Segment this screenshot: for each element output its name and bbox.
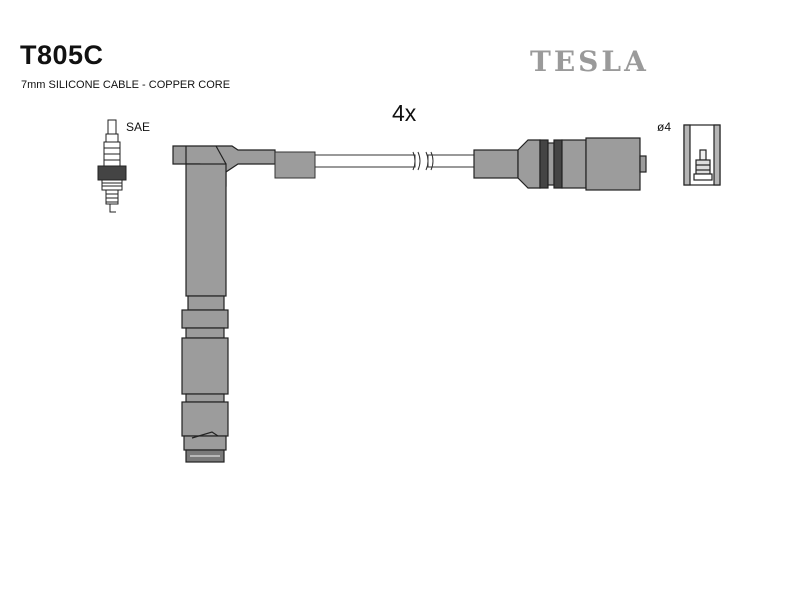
plug-side-connector — [172, 145, 276, 463]
brand-logo: TESLA — [530, 45, 649, 78]
terminal-cap-icon — [683, 124, 721, 186]
spark-plug-standard-label: SAE — [126, 120, 151, 134]
distributor-side-connector — [473, 137, 647, 191]
part-code: T805C — [20, 40, 104, 70]
spark-plug-icon — [97, 119, 127, 213]
cable — [274, 151, 477, 179]
quantity-label: 4x — [392, 100, 417, 126]
terminal-diameter-label: ø4 — [657, 120, 672, 134]
cable-description: 7mm SILICONE CABLE - COPPER CORE — [21, 79, 231, 91]
